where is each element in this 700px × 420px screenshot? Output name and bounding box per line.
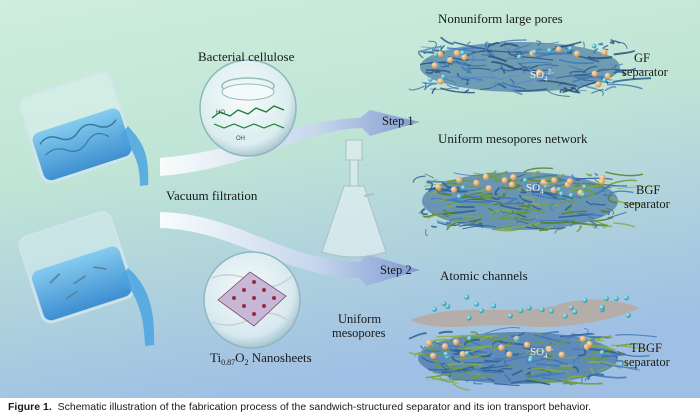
caption-prefix: Figure 1. <box>8 401 52 413</box>
tbgf-separator-label: separator <box>624 355 671 369</box>
so4-label-gf: SO42- <box>530 68 554 83</box>
beaker-top <box>18 71 135 184</box>
beaker-bottom <box>18 211 135 324</box>
water-stream-bottom <box>120 268 155 346</box>
bacterial-cellulose-bubble: OH HO <box>199 59 297 157</box>
bgf-separator <box>412 167 656 236</box>
ho-label: HO <box>216 110 225 116</box>
step1-arrow <box>160 110 420 176</box>
so4-label-bgf: SO42- <box>526 181 550 196</box>
step2-label: Step 2 <box>380 263 412 277</box>
water-stream-top <box>120 126 149 186</box>
nonuniform-pores-label: Nonuniform large pores <box>438 11 563 26</box>
gf-name-label: GF <box>634 51 650 65</box>
vacuum-filtration-label: Vacuum filtration <box>166 188 258 203</box>
step1-label: Step 1 <box>382 114 414 128</box>
caption-text: Schematic illustration of the fabricatio… <box>57 401 592 413</box>
uniform-mesopores-label-2: mesopores <box>332 326 386 340</box>
gf-separator-label: separator <box>622 65 669 79</box>
bgf-name-label: BGF <box>636 183 660 197</box>
gf-separator <box>408 36 652 97</box>
nanosheets-label: Ti0.87O2 Nanosheets <box>210 350 312 367</box>
schematic-figure: OH HO Bacterial cellulose Nonuniform lar… <box>0 0 700 398</box>
so4-label-tbgf: SO42- <box>530 345 554 360</box>
uniform-network-label: Uniform mesopores network <box>438 131 588 146</box>
uniform-mesopores-label-1: Uniform <box>338 312 381 326</box>
tbgf-separator <box>408 294 657 391</box>
step2-arrow <box>160 212 420 286</box>
figure-caption: Figure 1. Schematic illustration of the … <box>8 401 698 413</box>
bgf-separator-label: separator <box>624 197 671 211</box>
tbgf-name-label: TBGF <box>630 341 662 355</box>
oh-label: OH <box>236 136 245 142</box>
filtration-flask <box>321 139 387 258</box>
atomic-channels-label: Atomic channels <box>440 268 528 283</box>
bacterial-cellulose-label: Bacterial cellulose <box>198 49 295 64</box>
nanosheet-bubble <box>203 251 301 349</box>
